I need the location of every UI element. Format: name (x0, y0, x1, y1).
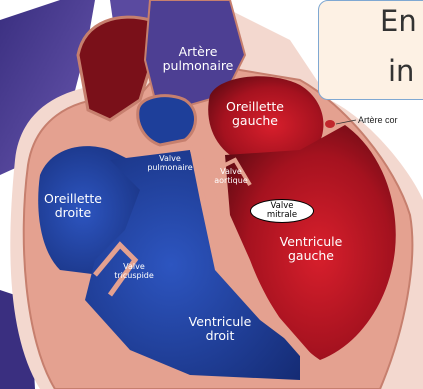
title-line-2: in (388, 54, 414, 88)
coronary-artery-dot (325, 120, 335, 128)
label-artere-coronaire: Artère cor (358, 115, 398, 125)
pulmonary-trunk (138, 96, 196, 145)
title-line-1: En (380, 4, 417, 38)
